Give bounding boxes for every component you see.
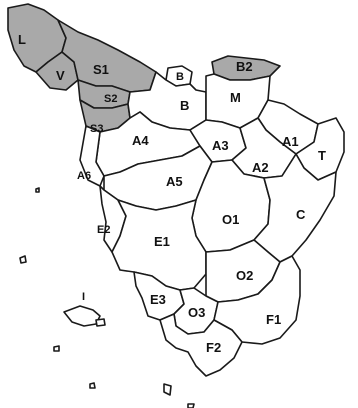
label-S2: S2	[104, 93, 117, 105]
region-labels: L V S1 S2 S3 B2 B B M A4 A3 A1 A2 T A6 A…	[18, 32, 326, 355]
region-A6	[79, 125, 105, 187]
island-montecristo	[89, 382, 96, 389]
label-T: T	[318, 148, 326, 163]
label-A2: A2	[252, 160, 269, 175]
label-A3: A3	[212, 138, 229, 153]
label-B: B	[180, 98, 189, 113]
label-E3: E3	[150, 292, 166, 307]
label-F1: F1	[266, 312, 281, 327]
label-B1: B	[176, 71, 184, 83]
island-pianosa	[53, 345, 60, 352]
label-F2: F2	[206, 340, 221, 355]
label-M: M	[230, 90, 241, 105]
label-S3: S3	[90, 123, 103, 135]
label-V: V	[56, 68, 65, 83]
region-F2	[159, 313, 243, 377]
label-E2: E2	[97, 224, 110, 236]
islands	[19, 187, 195, 408]
label-E1: E1	[154, 234, 170, 249]
island-elba	[63, 305, 101, 327]
label-O2: O2	[236, 268, 253, 283]
label-A6: A6	[77, 170, 91, 182]
island-small	[95, 318, 106, 327]
label-O3: O3	[188, 305, 205, 320]
label-S1: S1	[93, 62, 109, 77]
label-I: I	[82, 291, 85, 303]
label-L: L	[18, 32, 26, 47]
island-giannutri	[187, 403, 195, 408]
label-C: C	[296, 207, 306, 222]
label-A5: A5	[166, 174, 183, 189]
island-giglio	[163, 383, 172, 396]
label-A4: A4	[132, 133, 149, 148]
label-O1: O1	[222, 212, 239, 227]
island-gorgona	[35, 187, 40, 193]
island-capraia	[19, 255, 27, 264]
region-C	[253, 153, 337, 263]
label-A1: A1	[282, 134, 299, 149]
label-B2: B2	[236, 59, 253, 74]
